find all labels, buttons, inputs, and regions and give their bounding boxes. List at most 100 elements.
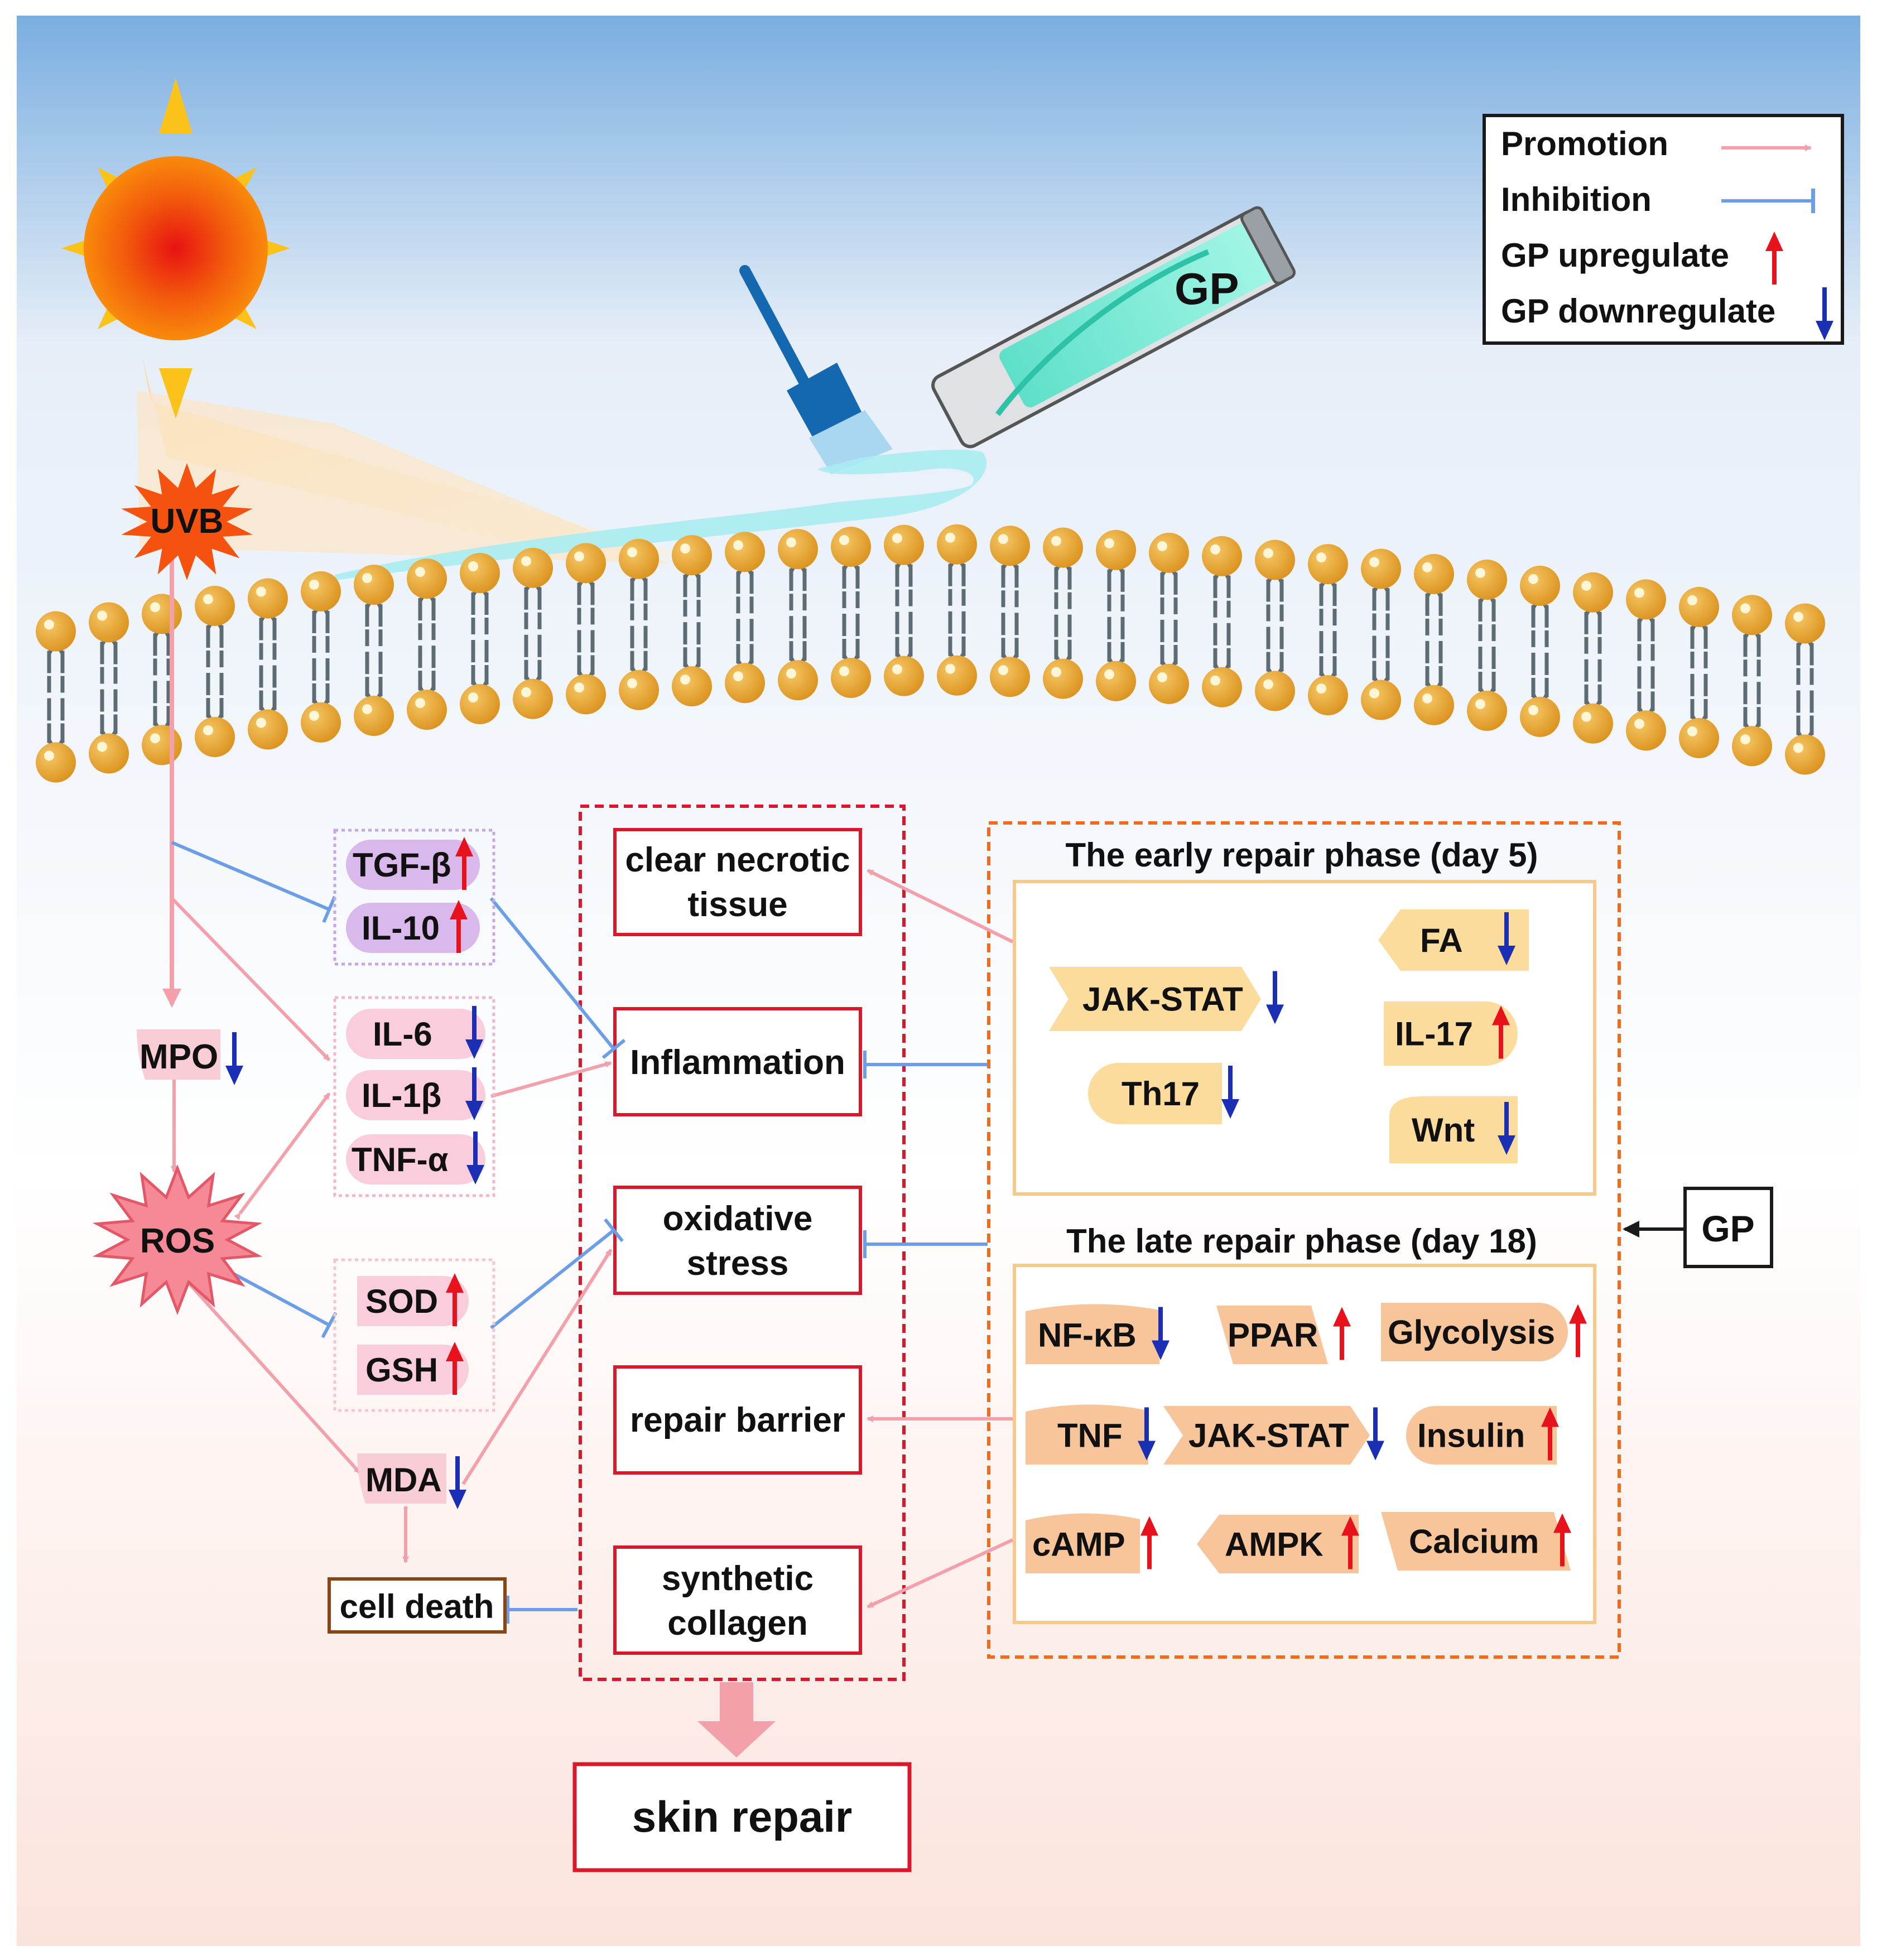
phospholipid	[1520, 565, 1560, 737]
late-camp-pill: cAMP	[1026, 1513, 1158, 1573]
late-ampk-pill-label: AMPK	[1225, 1526, 1323, 1563]
cytokines-to-inflammation-arrow	[490, 1061, 612, 1098]
early-jak-stat-pill-label: JAK-STAT	[1082, 981, 1243, 1018]
late-ppar-pill: PPAR	[1216, 1306, 1351, 1364]
late-ampk-pill-up-arrow-icon	[1341, 1516, 1359, 1569]
ros-burst: ROS	[92, 1164, 263, 1315]
phospholipid	[725, 532, 765, 704]
ros-cytokines-arrow	[234, 1092, 331, 1220]
phospholipid	[1785, 603, 1825, 775]
repair-barrier-box: repair barrier	[613, 1365, 862, 1475]
il6-pill-label: IL-6	[373, 1015, 432, 1053]
early-fa-pill-label: FA	[1420, 922, 1463, 959]
late-glycolysis-pill: Glycolysis	[1381, 1303, 1587, 1361]
legend-upregulate-label: GP upregulate	[1501, 237, 1729, 274]
phospholipid	[354, 565, 394, 736]
late-nfkb-pill-down-arrow-icon	[1152, 1307, 1169, 1360]
cell-death-label: cell death	[340, 1588, 494, 1625]
early-jak-stat-pill-down-arrow-icon	[1266, 971, 1284, 1024]
early-th17-pill-label: Th17	[1122, 1075, 1200, 1113]
late-tnf-pill-down-arrow-icon	[1138, 1407, 1156, 1461]
late-phase-title: The late repair phase (day 18)	[1066, 1222, 1537, 1260]
legend: Promotion Inhibition GP upregulate GP do…	[1483, 114, 1844, 345]
late-ampk-pill: AMPK	[1197, 1515, 1359, 1573]
late-glycolysis-pill-up-arrow-icon	[1569, 1304, 1587, 1357]
early-to-necrotic-arrow	[867, 869, 1014, 943]
phospholipid	[301, 571, 341, 743]
gp-tube-icon: GP	[931, 206, 1296, 449]
early-jak-stat-pill: JAK-STAT	[1049, 967, 1284, 1031]
phospholipid	[513, 547, 553, 719]
late-tnf-pill: TNF	[1026, 1404, 1156, 1465]
early-il17-pill-up-arrow-icon	[1492, 1005, 1510, 1059]
phospholipid	[1679, 586, 1719, 758]
phospholipid	[1043, 527, 1083, 699]
phospholipid	[460, 553, 500, 725]
early-wnt-pill: Wnt	[1389, 1096, 1518, 1163]
early-wnt-pill-label: Wnt	[1412, 1111, 1475, 1149]
legend-downregulate-label: GP downregulate	[1501, 292, 1775, 330]
late-jak-stat-pill-label: JAK-STAT	[1188, 1417, 1349, 1455]
late-camp-pill-up-arrow-icon	[1140, 1516, 1158, 1569]
late-ppar-pill-label: PPAR	[1228, 1317, 1318, 1354]
mda-to-oxidative-arrow	[461, 1249, 613, 1485]
antioxidant-group-box	[333, 1258, 495, 1412]
uvb-label: UVB	[151, 502, 224, 541]
mpo-down-arrow-icon	[225, 1032, 243, 1085]
oxidative-stress-box: oxidative stress	[613, 1186, 862, 1295]
late-ppar-pill-up-arrow-icon	[1333, 1307, 1351, 1360]
sun-icon	[61, 78, 290, 418]
phospholipid	[1096, 529, 1136, 701]
tnf-alpha-pill-down-arrow-icon	[466, 1131, 484, 1184]
phospholipid	[1149, 532, 1189, 704]
late-glycolysis-pill-label: Glycolysis	[1388, 1314, 1555, 1351]
collagen-line2: collagen	[667, 1604, 808, 1643]
phospholipid	[1732, 595, 1772, 767]
gsh-pill-label: GSH	[365, 1351, 438, 1389]
il6-pill: IL-6	[346, 1006, 485, 1059]
tnf-alpha-pill: TNF-α	[346, 1131, 485, 1184]
early-fa-pill: FA	[1378, 909, 1529, 971]
phospholipid	[566, 543, 606, 715]
inflammation-box: Inflammation	[613, 1007, 862, 1116]
mda-label: MDA	[365, 1461, 442, 1499]
tgf-beta-pill-up-arrow-icon	[455, 837, 473, 890]
gel-drip	[335, 449, 987, 580]
phospholipid	[36, 611, 76, 783]
late-calcium-pill-up-arrow-icon	[1553, 1513, 1571, 1567]
repair-barrier-label: repair barrier	[630, 1401, 845, 1439]
late-to-collagen-arrow	[867, 1538, 1014, 1609]
phospholipid	[89, 602, 129, 774]
early-phase-title: The early repair phase (day 5)	[1065, 836, 1538, 874]
phospholipid	[1255, 540, 1295, 711]
uvb-inhibits-tgf-line	[171, 841, 336, 923]
to-skin-repair-arrow	[697, 1682, 776, 1757]
antioxidants-inhibit-oxidative-line	[490, 1218, 624, 1330]
gsh-pill: GSH	[357, 1342, 469, 1395]
phospholipid	[407, 558, 447, 730]
phospholipid	[937, 524, 977, 696]
legend-up-arrow-icon	[1765, 232, 1783, 285]
skin-repair-label: skin repair	[632, 1792, 853, 1841]
oxidative-line2: stress	[687, 1244, 789, 1283]
early-th17-pill: Th17	[1088, 1063, 1239, 1124]
phospholipid	[778, 529, 818, 701]
sod-pill: SOD	[357, 1273, 469, 1326]
phospholipid	[884, 524, 924, 696]
late-insulin-pill-up-arrow-icon	[1541, 1407, 1559, 1461]
tnf-alpha-pill-label: TNF-α	[352, 1141, 449, 1178]
sod-pill-label: SOD	[365, 1283, 438, 1320]
collagen-line1: synthetic	[662, 1559, 814, 1598]
late-jak-stat-pill: JAK-STAT	[1163, 1406, 1384, 1465]
tgf-beta-pill: TGF-β	[346, 837, 480, 890]
early-wnt-pill-down-arrow-icon	[1498, 1102, 1515, 1155]
oxidative-line1: oxidative	[663, 1200, 813, 1238]
il1beta-pill-down-arrow-icon	[465, 1067, 483, 1120]
phospholipid	[672, 535, 712, 707]
early-il17-pill-label: IL-17	[1395, 1015, 1473, 1053]
phospholipid	[619, 538, 659, 710]
phospholipid	[195, 585, 235, 757]
late-insulin-pill: Insulin	[1406, 1406, 1559, 1465]
late-tnf-pill-label: TNF	[1057, 1417, 1123, 1455]
